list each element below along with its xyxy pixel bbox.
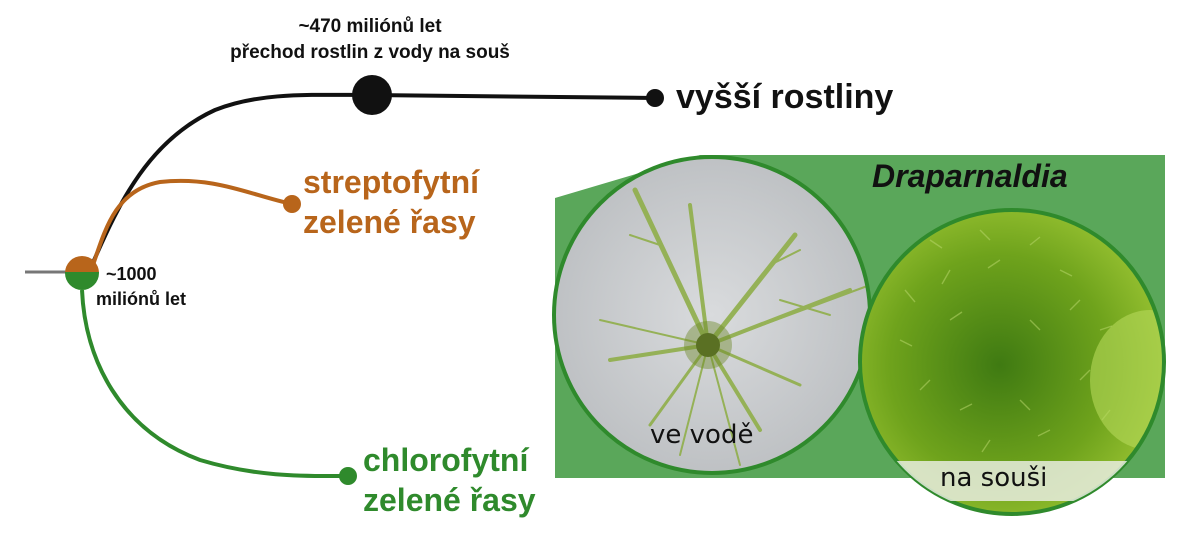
- root-node: [65, 256, 99, 290]
- chlorophyte-label-line1: chlorofytní: [363, 442, 529, 478]
- event-label: ~470 miliónů let přechod rostlin z vody …: [200, 14, 540, 66]
- branch-streptophyte: [90, 178, 293, 269]
- higher-plants-label: vyšší rostliny: [676, 78, 894, 116]
- genus-title: Draparnaldia: [872, 158, 1068, 194]
- streptophyte-label-line1: streptofytní: [303, 164, 479, 200]
- streptophyte-label-line2: zelené řasy: [303, 204, 476, 240]
- root-age-label: ~1000 miliónů let: [96, 262, 186, 312]
- root-age-line2: miliónů let: [96, 289, 186, 309]
- branch-chlorophyte: [80, 289, 349, 479]
- root-age-line1: ~1000: [106, 264, 157, 284]
- streptophyte-tip: [283, 195, 301, 213]
- event-label-line2: přechod rostlin z vody na souš: [230, 42, 510, 63]
- chlorophyte-tip: [339, 467, 357, 485]
- event-label-line1: ~470 miliónů let: [298, 16, 442, 37]
- event-node: [352, 75, 392, 115]
- water-caption: ve vodě: [650, 420, 754, 450]
- chlorophyte-label-line2: zelené řasy: [363, 482, 536, 518]
- photo-in-water: [552, 155, 872, 475]
- land-caption: na souši: [940, 463, 1048, 493]
- chlorophyte-label: chlorofytní zelené řasy: [363, 440, 536, 520]
- streptophyte-label: streptofytní zelené řasy: [303, 162, 479, 242]
- higher-plants-tip: [646, 89, 664, 107]
